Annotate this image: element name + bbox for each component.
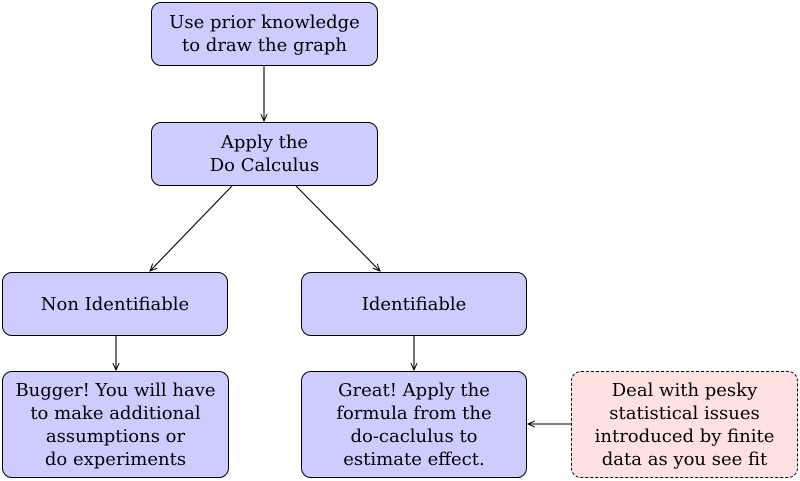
node-bugger: Bugger! You will have to make additional…	[2, 371, 229, 478]
node-do-calculus: Apply the Do Calculus	[151, 122, 378, 186]
node-identifiable: Identifiable	[301, 272, 527, 336]
node-non-identifiable: Non Identifiable	[2, 272, 228, 336]
edge-docalculus-to-identifiable	[295, 185, 380, 271]
edge-docalculus-to-nonidentifiable	[150, 185, 233, 271]
node-deal-with-statistics: Deal with pesky statistical issues intro…	[571, 371, 798, 478]
node-great: Great! Apply the formula from the do-cac…	[301, 371, 527, 478]
node-prior-knowledge: Use prior knowledge to draw the graph	[151, 2, 378, 66]
